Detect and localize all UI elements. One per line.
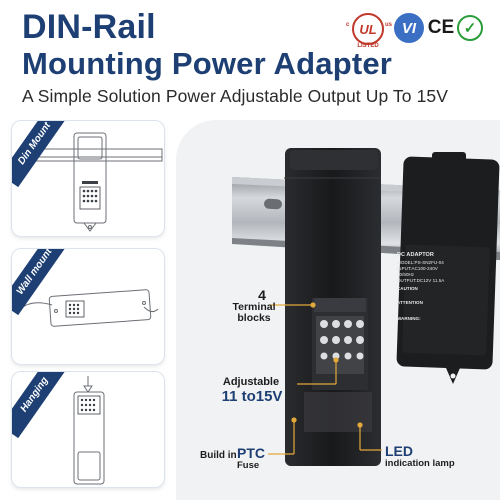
din-mount-panel: Din Mount <box>12 121 164 236</box>
label-attention: ATTENTION <box>397 300 423 305</box>
ptc-label: PTC <box>237 445 265 461</box>
led-indication-label: indication lamp <box>385 458 455 469</box>
label-line2: INPUT:AC100-240V <box>397 266 438 271</box>
ptc-fuse-label: Fuse <box>237 460 260 471</box>
hanging-panel: Hanging <box>12 372 164 487</box>
page-title-line2: Mounting Power Adapter <box>22 46 393 81</box>
ce-mark-text: CE <box>427 17 455 38</box>
ul-c-text: c <box>346 22 350 28</box>
wall-mount-panel: Wall mount <box>12 249 164 364</box>
adjustable-value: 11 to15V <box>221 388 283 405</box>
callout-lines <box>268 302 382 455</box>
wall-mount-illustration <box>19 289 159 327</box>
label-line4: OUTPUT:DC12V 11.5A <box>397 278 445 283</box>
ul-listed-text: LISTED <box>357 43 379 49</box>
led-label: LED <box>385 443 413 459</box>
label-caution: CAUTION <box>397 286 418 291</box>
hanging-illustration <box>73 376 105 485</box>
main-adapter <box>284 148 381 466</box>
adjustable-label: Adjustable <box>222 376 280 388</box>
ul-mark-text: UL <box>359 21 377 37</box>
terminal-count: 4 <box>258 287 266 303</box>
ptc-prefix: Build in <box>200 450 237 461</box>
ce-mark-icon: CE <box>428 13 454 43</box>
label-line3: 50/60Hz <box>397 272 415 277</box>
page-title-line1: DIN-Rail <box>22 8 156 46</box>
label-title: DC ADAPTOR <box>397 252 434 258</box>
label-warning: WARNING: <box>397 316 421 321</box>
page-subtitle: A Simple Solution Power Adjustable Outpu… <box>22 86 449 106</box>
secondary-adapter <box>396 152 500 384</box>
ul-us-text: us <box>385 22 393 28</box>
terminal-label: Terminal blocks <box>232 301 276 324</box>
ul-listed-icon: UL <box>352 13 384 45</box>
label-line1: MODEL:PS-SN2FU-04 <box>397 260 444 265</box>
check-circle-icon: ✓ <box>457 15 483 41</box>
din-mount-illustration <box>32 132 163 232</box>
vi-efficiency-icon: VI <box>394 13 424 43</box>
vi-mark-text: VI <box>401 19 417 37</box>
